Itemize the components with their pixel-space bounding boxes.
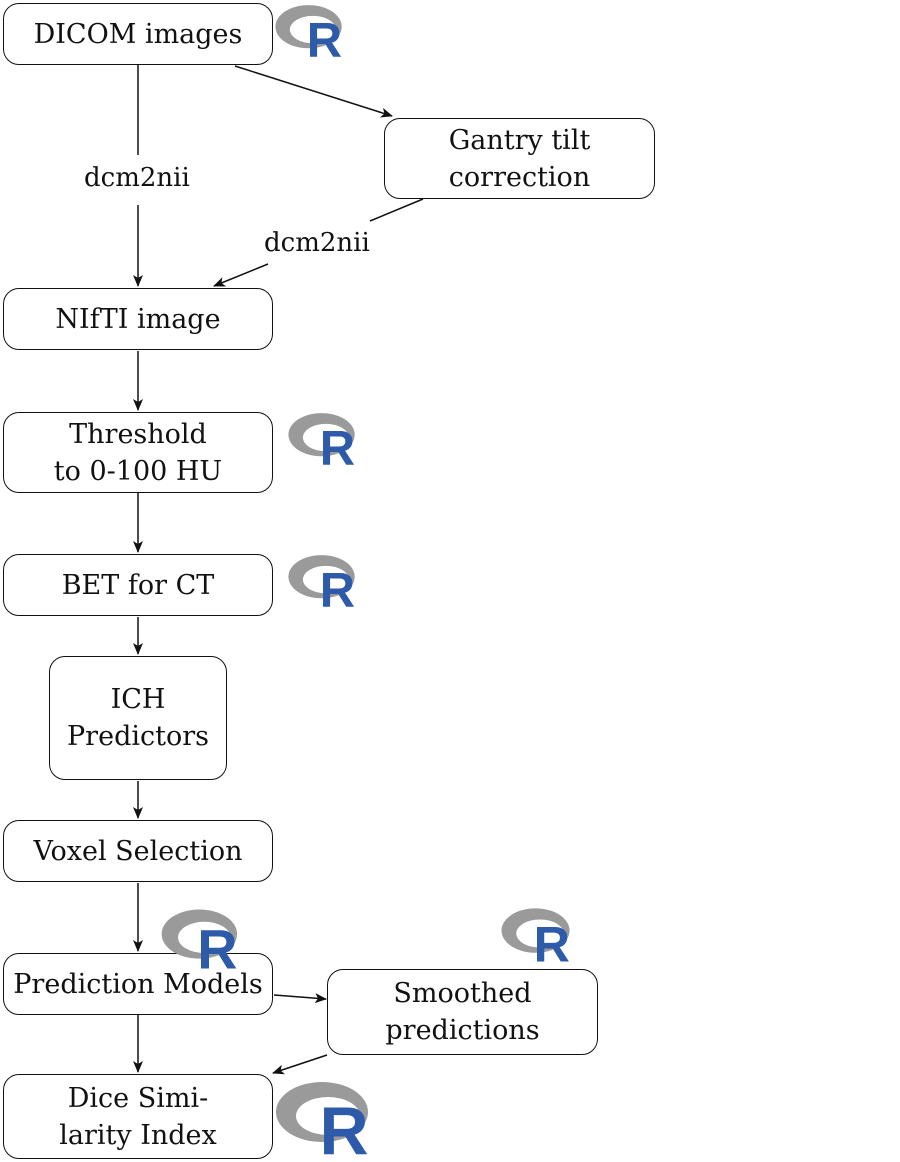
svg-text:R: R xyxy=(320,564,355,614)
node-smoothed-predictions: Smoothed predictions xyxy=(327,969,598,1055)
edge-label-dcm2nii-left: dcm2nii xyxy=(80,163,194,193)
edge-prediction-smoothed xyxy=(273,993,327,1004)
node-gantry-tilt-correction: Gantry tilt correction xyxy=(384,118,655,199)
svg-text:R: R xyxy=(197,919,237,976)
r-logo-icon: R xyxy=(275,5,342,62)
svg-text:R: R xyxy=(307,14,342,62)
r-logo-icon: R xyxy=(288,413,355,472)
edge-dicom-gantry xyxy=(234,65,393,118)
node-threshold: Threshold to 0-100 HU xyxy=(3,412,273,493)
r-logo-icon: R xyxy=(501,908,570,968)
node-prediction-models: Prediction Models xyxy=(3,953,273,1015)
node-voxel-selection: Voxel Selection xyxy=(3,820,273,882)
edge-gantry-nifti-bottom xyxy=(213,263,269,287)
r-logo-icon: R xyxy=(161,909,238,976)
node-dicom-images: DICOM images xyxy=(3,3,273,65)
node-dice-similarity-index: Dice Simi- larity Index xyxy=(3,1074,273,1159)
node-nifti-image: NIfTI image xyxy=(3,288,273,350)
edge-smoothed-dice xyxy=(272,1054,328,1075)
svg-text:R: R xyxy=(534,916,570,968)
node-ich-predictors: ICH Predictors xyxy=(49,656,227,780)
svg-text:R: R xyxy=(319,1093,368,1162)
node-bet-for-ct: BET for CT xyxy=(3,554,273,616)
svg-text:R: R xyxy=(320,422,355,472)
edge-label-dcm2nii-right: dcm2nii xyxy=(260,228,374,258)
r-logo-icon: R xyxy=(276,1082,369,1162)
edge-gantry-nifti-top xyxy=(369,198,424,222)
r-logo-icon: R xyxy=(288,555,355,614)
